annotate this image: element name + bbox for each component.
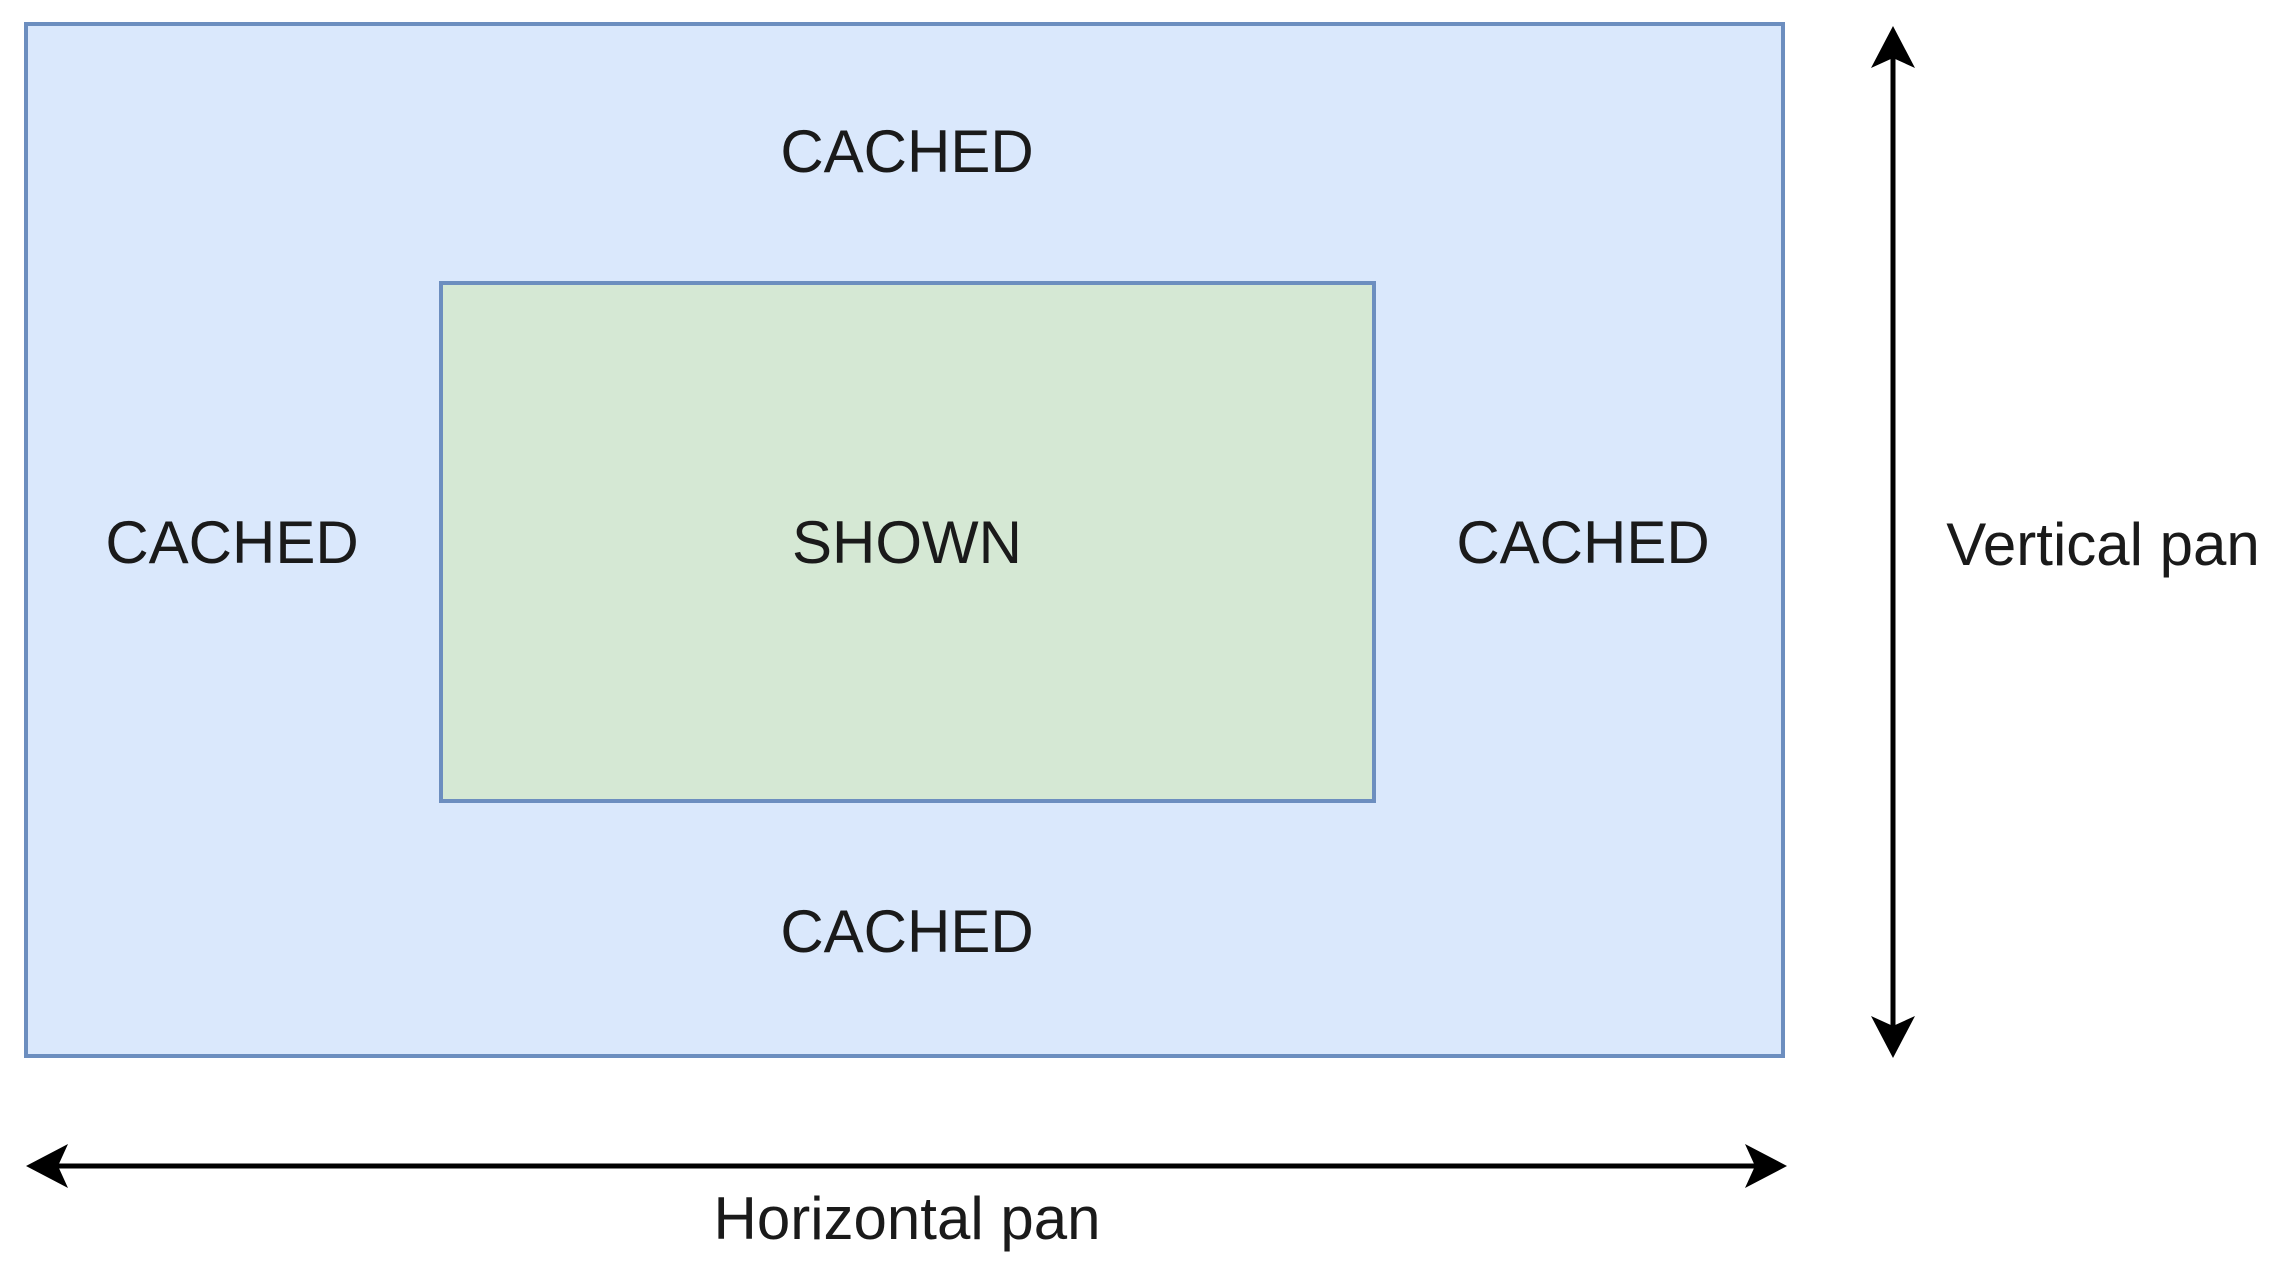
vertical-pan-arrow <box>1871 26 1915 1058</box>
cached-top-label: CACHED <box>780 118 1034 185</box>
vertical-pan-label: Vertical pan <box>1946 511 2260 578</box>
horizontal-pan-label: Horizontal pan <box>713 1185 1101 1252</box>
shown-region <box>439 281 1376 803</box>
cached-bottom-label: CACHED <box>780 898 1034 965</box>
shown-label: SHOWN <box>792 509 1022 576</box>
cached-left-label: CACHED <box>105 509 359 576</box>
cached-right-label: CACHED <box>1456 509 1710 576</box>
horizontal-pan-arrow <box>26 1144 1787 1188</box>
